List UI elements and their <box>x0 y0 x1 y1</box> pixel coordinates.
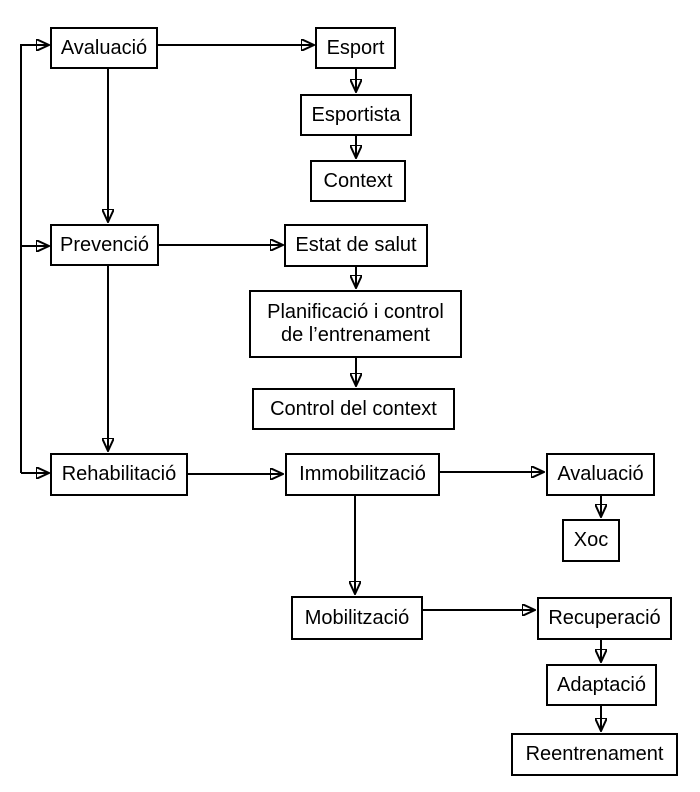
node-estat-de-salut: Estat de salut <box>284 224 428 267</box>
node-control-context: Control del context <box>252 388 455 430</box>
node-xoc: Xoc <box>562 519 620 562</box>
node-planificacio: Planificació i control de l’entrenament <box>249 290 462 358</box>
node-context: Context <box>310 160 406 202</box>
node-rehabilitacio: Rehabilitació <box>50 453 188 496</box>
node-avaluacio-2: Avaluació <box>546 453 655 496</box>
node-esport: Esport <box>315 27 396 69</box>
node-mobilitzacio: Mobilització <box>291 596 423 640</box>
node-reentrenament: Reentrenament <box>511 733 678 776</box>
node-esportista: Esportista <box>300 94 412 136</box>
node-immobilitzacio: Immobilització <box>285 453 440 496</box>
node-prevencio: Prevenció <box>50 224 159 266</box>
node-recuperacio: Recuperació <box>537 597 672 640</box>
node-avaluacio: Avaluació <box>50 27 158 69</box>
edge-rail-to-avaluacio <box>20 45 49 473</box>
node-adaptacio: Adaptació <box>546 664 657 706</box>
